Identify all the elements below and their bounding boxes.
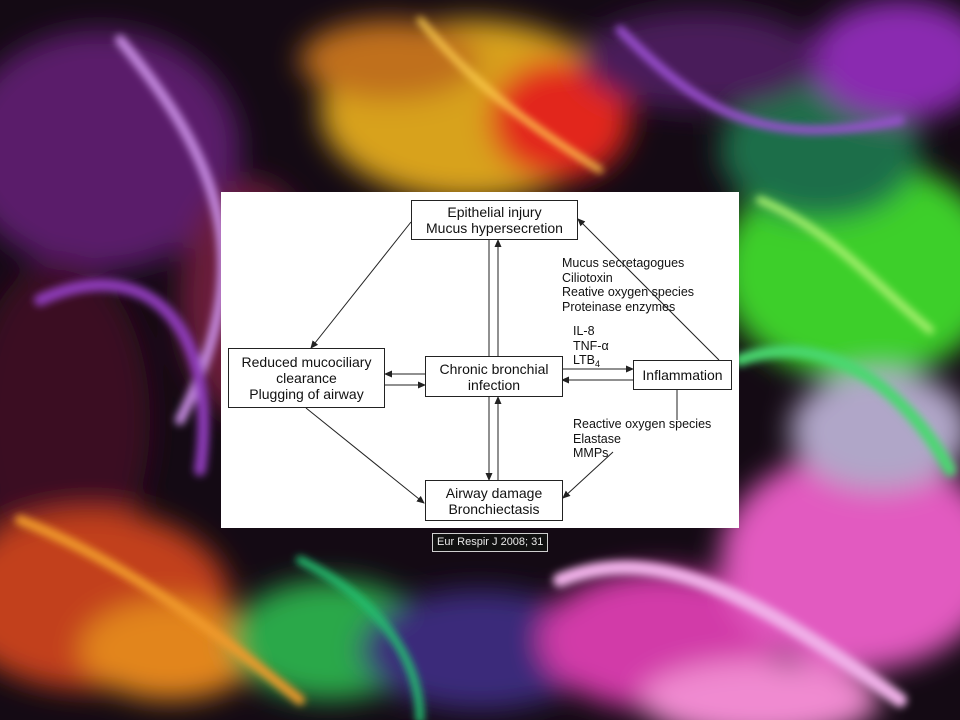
arrow-mucociliary-to-airway: [305, 407, 425, 504]
mediator-upper-3: Proteinase enzymes: [562, 299, 676, 314]
label-mediators-lower: Reactive oxygen species Elastase MMPs: [573, 417, 711, 461]
diagram-panel: Epithelial injury Mucus hypersecretion R…: [221, 192, 739, 528]
cytokine-ltb-base: LTB: [573, 353, 595, 367]
citation-label: Eur Respir J 2008; 31: [432, 533, 549, 552]
node-mucociliary-line1: Reduced mucociliary: [241, 354, 372, 370]
node-chronic-line1: Chronic bronchial: [439, 360, 549, 377]
node-airway-line2: Bronchiectasis: [448, 500, 540, 517]
arrow-inflammation-to-epithelial: [577, 218, 720, 361]
node-epithelial-injury: Epithelial injury Mucus hypersecretion: [411, 200, 578, 240]
mediator-upper-0: Mucus secretagogues: [562, 256, 685, 270]
cytokine-ltb-sub: 4: [595, 359, 601, 369]
node-reduced-mucociliary-clearance: Reduced mucociliary clearance Plugging o…: [228, 348, 385, 408]
node-epithelial-line1: Epithelial injury: [447, 204, 542, 220]
mediator-upper-2: Reative oxygen species: [562, 285, 695, 299]
node-epithelial-line2: Mucus hypersecretion: [426, 220, 563, 236]
node-mucociliary-line3: Plugging of airway: [249, 386, 364, 402]
mediator-lower-2: MMPs: [573, 446, 609, 460]
cytokine-tnf: TNF-α: [573, 338, 609, 353]
cytokine-il8: IL-8: [573, 324, 595, 338]
diagram-arrows: [305, 218, 720, 504]
mediator-lower-0: Reactive oxygen species: [573, 417, 712, 431]
arrow-epithelial-to-mucociliary: [310, 221, 412, 349]
arrow-inflammation-to-airway-head: [562, 451, 614, 499]
mediator-lower-1: Elastase: [573, 431, 621, 446]
node-inflammation: Inflammation: [633, 360, 732, 390]
node-airway-damage-bronchiectasis: Airway damage Bronchiectasis: [425, 480, 563, 521]
node-inflammation-line1: Inflammation: [642, 367, 723, 383]
label-mediators-upper: Mucus secretagogues Ciliotoxin Reative o…: [562, 256, 694, 314]
node-chronic-bronchial-infection: Chronic bronchial infection: [425, 356, 563, 397]
cytokine-ltb4: LTB4: [573, 353, 609, 369]
node-airway-line1: Airway damage: [445, 484, 543, 501]
node-chronic-line2: infection: [467, 376, 521, 393]
node-mucociliary-line2: clearance: [276, 370, 337, 386]
label-cytokines: IL-8 TNF-α LTB4: [573, 324, 609, 369]
mediator-upper-1: Ciliotoxin: [562, 270, 613, 285]
